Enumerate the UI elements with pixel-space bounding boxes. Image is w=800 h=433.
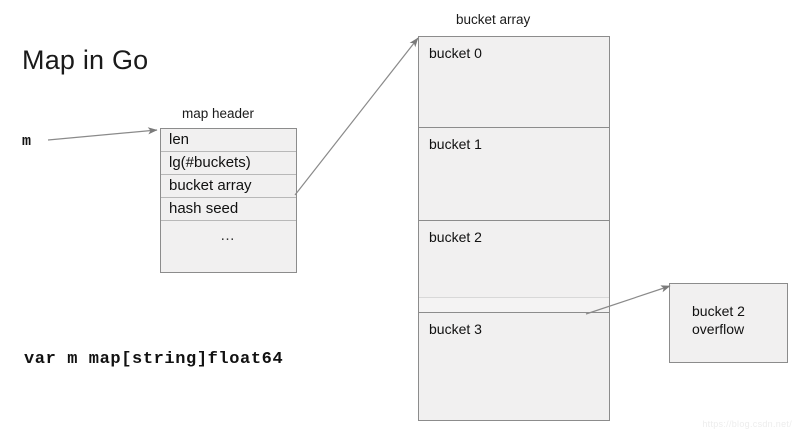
map-header-row-lg-buckets: lg(#buckets) [161, 152, 296, 175]
watermark-text: https://blog.csdn.net/ [702, 419, 792, 429]
map-header-box: len lg(#buckets) bucket array hash seed … [160, 128, 297, 273]
bucket-cell-3: bucket 3 [419, 313, 609, 419]
arrow-m-to-map-header [47, 127, 158, 141]
page-title: Map in Go [22, 45, 149, 75]
bucket-label-1: bucket 1 [429, 136, 482, 152]
map-header-row-hash-seed: hash seed [161, 198, 296, 221]
overflow-box-text: bucket 2 overflow [692, 302, 745, 338]
map-header-caption: map header [182, 106, 255, 121]
map-header-row-len: len [161, 129, 296, 152]
bucket-label-0: bucket 0 [429, 45, 482, 61]
bucket-cell-0: bucket 0 [419, 37, 609, 128]
bucket-cell-1: bucket 1 [419, 128, 609, 221]
variable-label-m: m [22, 133, 32, 150]
bucket-label-2: bucket 2 [429, 229, 482, 245]
bucket-2-overflow-box: bucket 2 overflow [669, 283, 788, 363]
arrow-bucket-array-field-to-bucket-array [294, 37, 419, 196]
map-header-row-ellipsis: … [220, 227, 237, 244]
bucket-array-box: bucket 0 bucket 1 bucket 2 bucket 3 [418, 36, 610, 421]
code-declaration: var m map[string]float64 [24, 350, 284, 369]
bucket-cell-2: bucket 2 [419, 221, 609, 313]
overflow-box-line1: bucket 2 [692, 303, 745, 319]
bucket-label-3: bucket 3 [429, 321, 482, 337]
bucket-array-caption: bucket array [456, 12, 531, 27]
overflow-box-line2: overflow [692, 321, 745, 337]
map-header-row-bucket-array: bucket array [161, 175, 296, 198]
bucket-2-overflow-pointer-slot [419, 297, 609, 312]
